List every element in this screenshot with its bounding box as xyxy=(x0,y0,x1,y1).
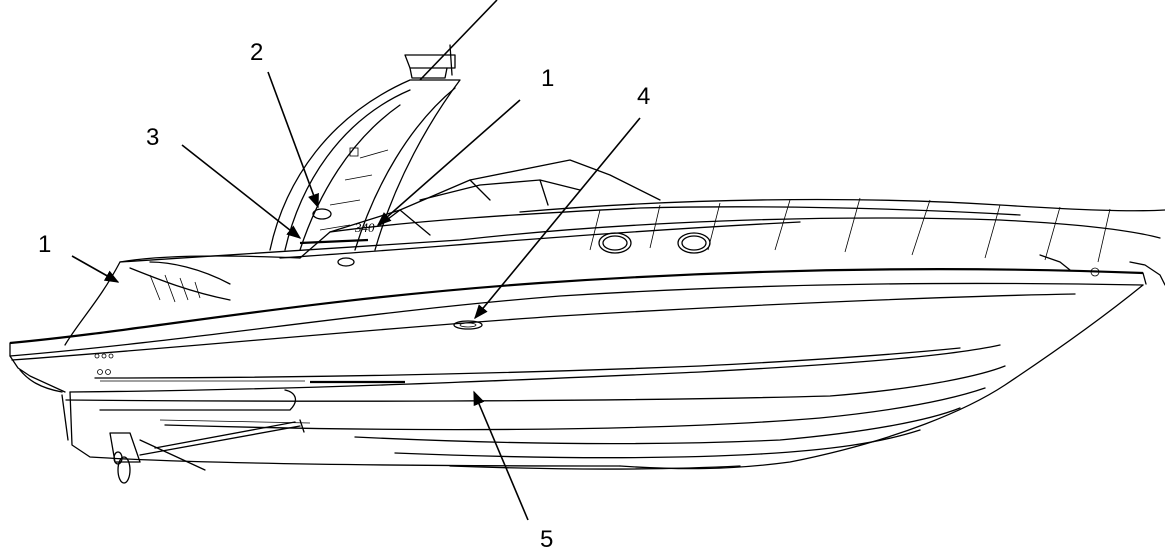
hull xyxy=(9,268,1147,484)
callout-label-2: 2 xyxy=(250,39,263,66)
callout-arrow-3 xyxy=(181,144,302,239)
callout-arrow-1-left xyxy=(71,255,120,283)
callouts: 1 1 2 3 4 5 xyxy=(38,0,650,552)
deck-and-cabin: 340 xyxy=(64,159,1165,346)
radar-arch xyxy=(269,44,461,251)
callout-arrow-4 xyxy=(474,117,641,320)
callout-label-1-top: 1 xyxy=(541,65,554,92)
callout-arrow-1-top xyxy=(376,99,521,226)
callout-label-3: 3 xyxy=(146,124,159,151)
leader-line-radar xyxy=(419,0,498,81)
callout-label-4: 4 xyxy=(637,83,650,110)
callout-label-1-left: 1 xyxy=(38,231,51,258)
callout-label-5: 5 xyxy=(540,526,553,552)
callout-arrow-2 xyxy=(267,71,319,209)
model-number-label: 340 xyxy=(354,220,375,235)
callout-arrow-5 xyxy=(473,390,529,521)
